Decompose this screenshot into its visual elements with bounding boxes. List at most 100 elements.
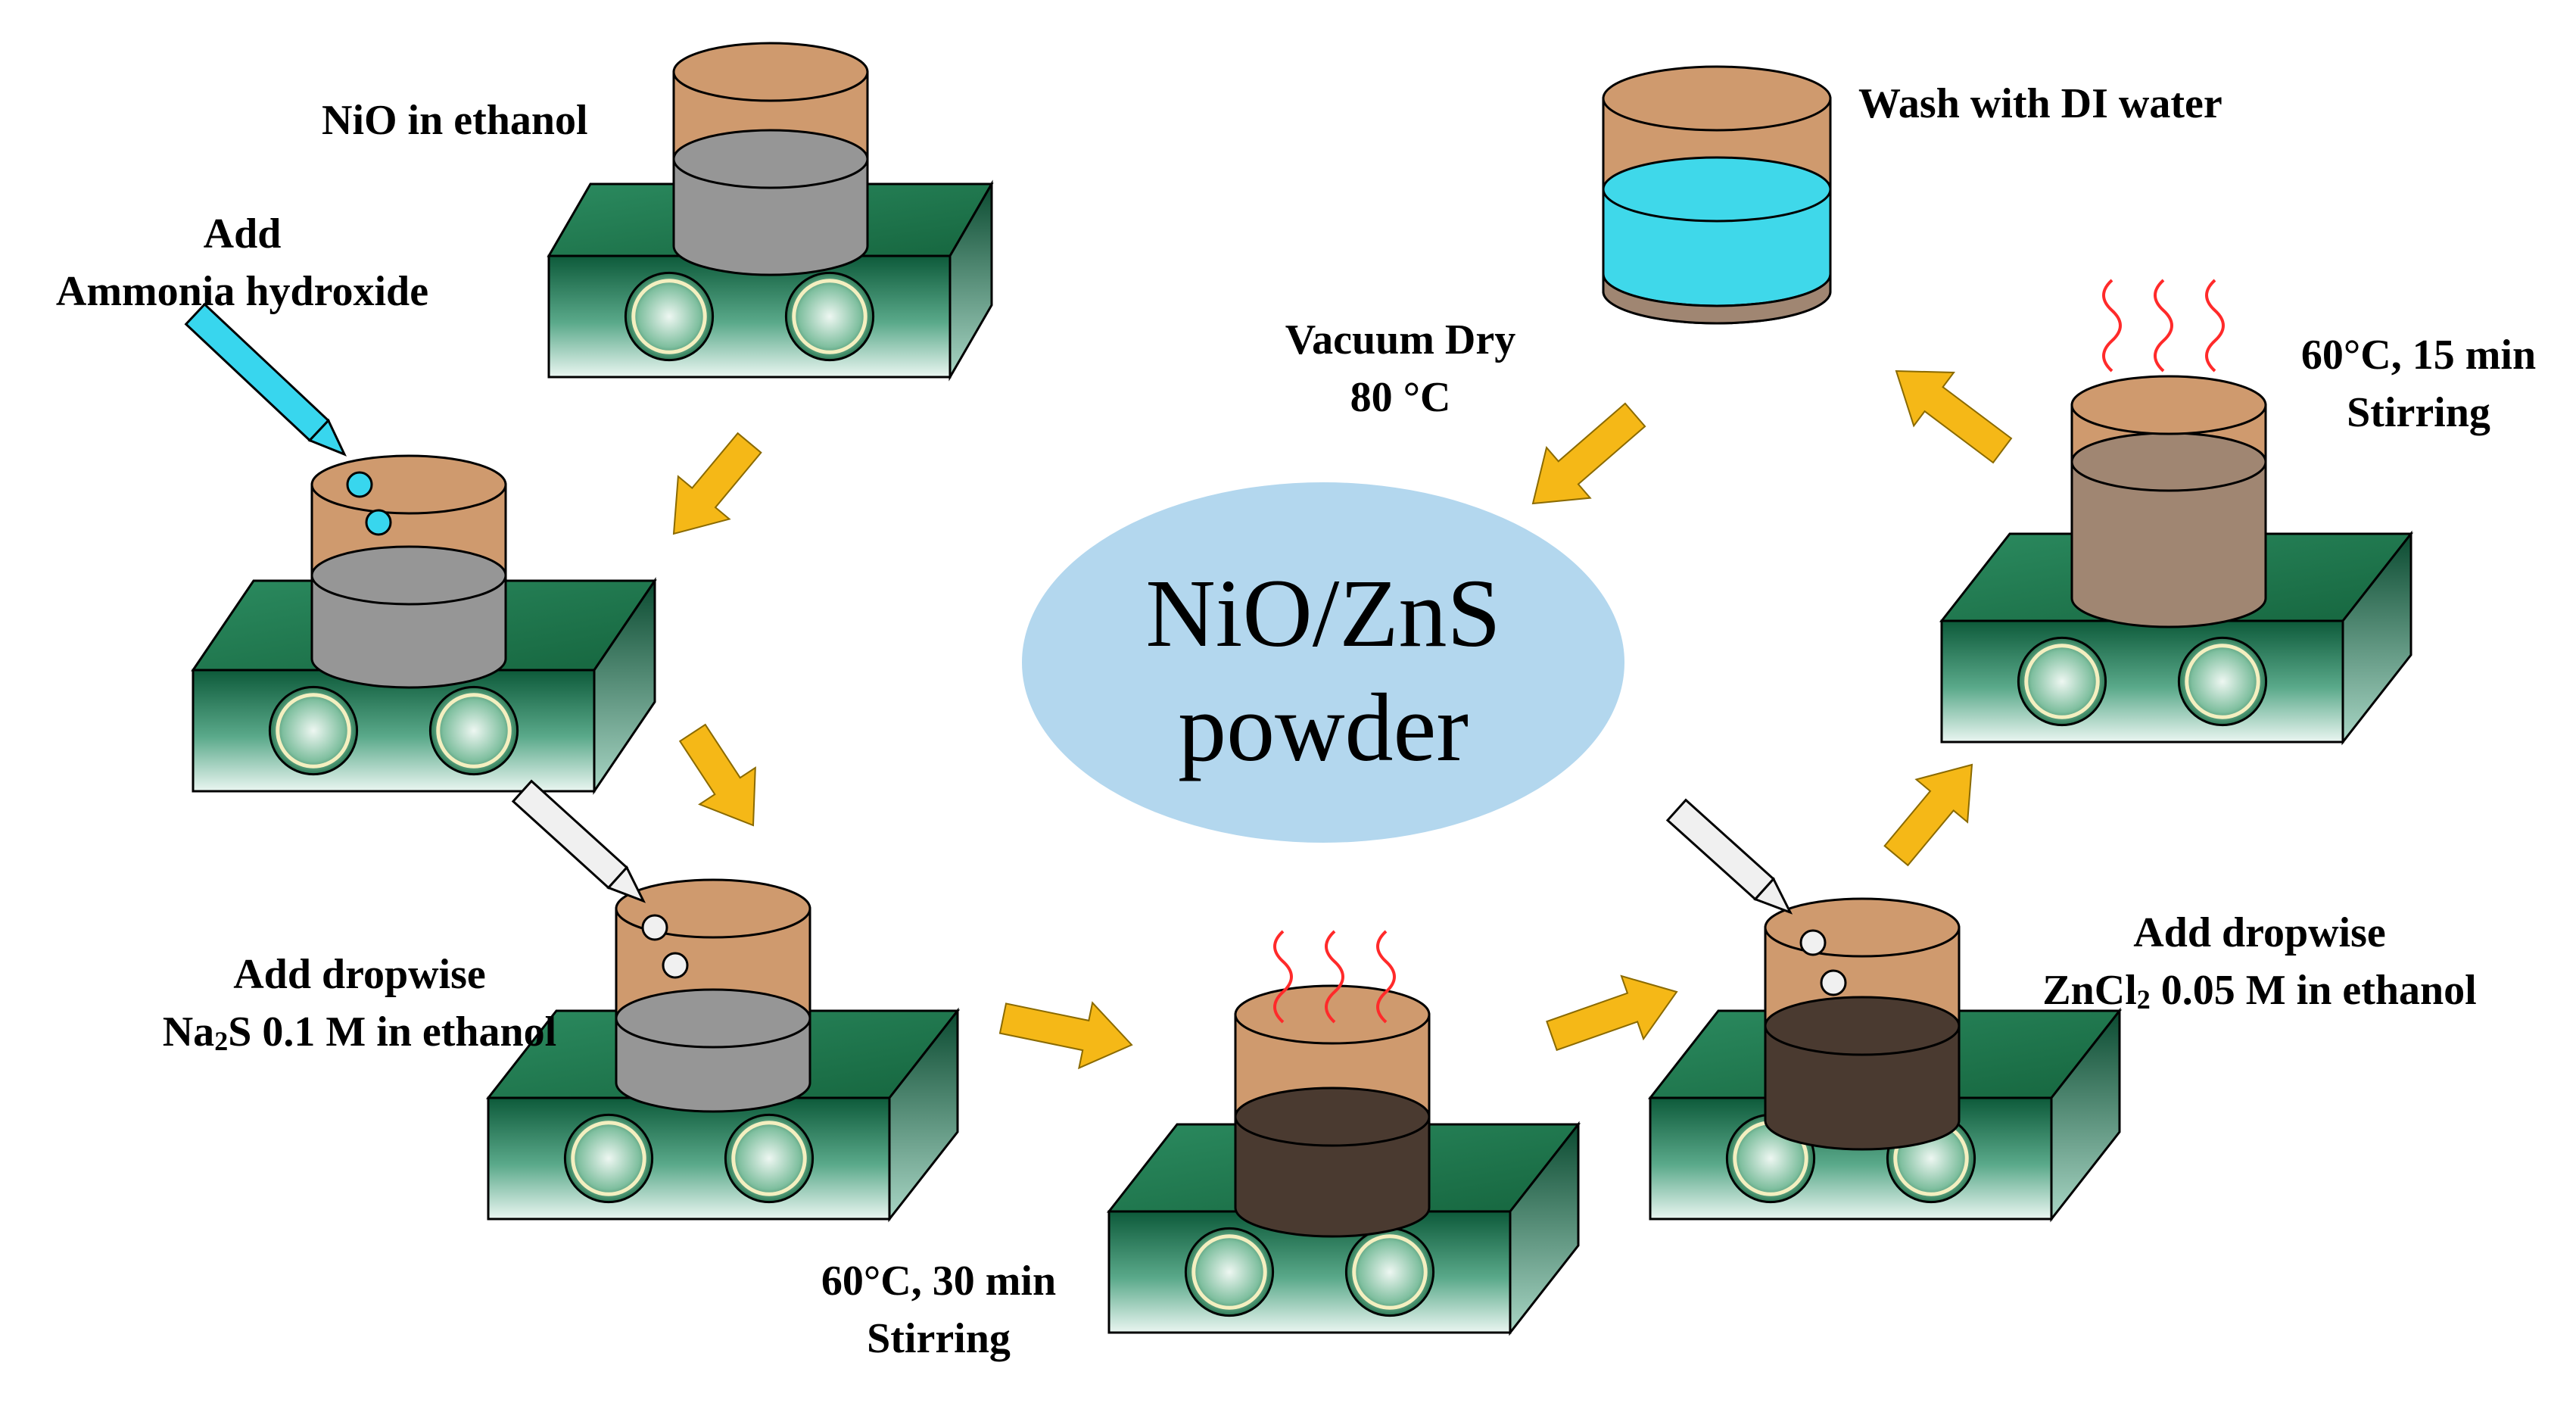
product-label: NiO/ZnS powder (1058, 557, 1588, 785)
label-add-dropwise-2: Add dropwise (2133, 909, 2386, 956)
pipettes (184, 302, 1847, 996)
label-dry-temp: 80 °C (1350, 373, 1451, 421)
process-arrows (672, 369, 2013, 1070)
drop (1799, 929, 1827, 956)
wash-sediment (1602, 273, 1832, 325)
beaker (1234, 984, 1431, 1238)
label-step-30min: 60°C, 30 min Stirring (780, 1253, 1098, 1367)
process-arrow (672, 432, 762, 535)
hotplate-knob (784, 271, 875, 362)
hotplate-knob-ring (1352, 1234, 1428, 1310)
hotplates (191, 179, 2414, 1336)
hotplate (1106, 1121, 1581, 1336)
heat-wave (1325, 930, 1344, 1024)
process-arrow (1546, 974, 1678, 1052)
label-stirring-30: Stirring (867, 1314, 1011, 1362)
hotplate-knob-ring (792, 279, 867, 354)
liquid-surface (672, 129, 869, 189)
hotplate-knob (2017, 636, 2107, 727)
process-arrow (1895, 369, 2013, 464)
label-add-dropwise-1: Add dropwise (233, 951, 486, 998)
pipette-tip (1753, 877, 1793, 915)
process-arrow (1531, 402, 1646, 505)
pipette-tip (307, 418, 347, 457)
label-na2s: Na2S 0.1 M in ethanol (162, 1008, 557, 1056)
heat-wave (2154, 279, 2173, 373)
liquid-surface (1764, 996, 1961, 1056)
beaker-liquid (1764, 1024, 1961, 1151)
wash-liquid-surface (1602, 156, 1832, 223)
label-ammonia: Ammonia hydroxide (55, 267, 429, 315)
hotplate-knob (624, 271, 715, 362)
hotplate-knob (563, 1113, 654, 1204)
process-arrow (678, 723, 756, 827)
wash-beaker-rim (1602, 65, 1832, 132)
hotplate-knob-ring (631, 279, 707, 354)
hotplate-knob (1344, 1227, 1435, 1317)
label-wash: Wash with DI water (1858, 80, 2222, 127)
hotplate (1939, 530, 2414, 746)
liquid-surface (615, 988, 811, 1049)
wash-beaker (1602, 65, 1832, 325)
beaker-liquid (2070, 460, 2267, 628)
hotplate-knob-ring (436, 693, 512, 769)
drop (1820, 969, 1847, 996)
pipette-body (511, 779, 629, 890)
pipette-tip (606, 865, 646, 903)
label-temp-30: 60°C, 30 min (821, 1258, 1057, 1305)
beaker-liquid (672, 157, 869, 276)
beaker (1764, 897, 1961, 1151)
hotplate-knob-ring (571, 1121, 646, 1196)
hotplate-knob-ring (2024, 644, 2100, 719)
hotplate-knob-ring (276, 693, 351, 769)
label-stirring-15: Stirring (2347, 388, 2490, 436)
beaker-rim (310, 454, 507, 515)
hotplate-knob (268, 685, 359, 776)
drop (365, 509, 392, 536)
hotplate-knob-ring (1191, 1234, 1267, 1310)
pipette-body (184, 302, 330, 442)
beaker (310, 454, 507, 689)
drop (662, 952, 689, 979)
drop (641, 914, 668, 941)
beaker-rim (672, 42, 869, 102)
heat-wave (1273, 930, 1293, 1024)
liquid-surface (1234, 1087, 1431, 1147)
hotplate-front (547, 254, 952, 379)
label-add-na2s: Add dropwise Na2S 0.1 M in ethanol (98, 946, 621, 1061)
beaker (615, 878, 811, 1113)
heat-wave (1376, 930, 1396, 1024)
hotplate-knob (724, 1113, 815, 1204)
beaker (672, 42, 869, 276)
hotplate-knob (2177, 636, 2268, 727)
label-add-zncl2: Add dropwise ZnCl2 0.05 M in ethanol (1987, 905, 2532, 1019)
heat-wave (2102, 279, 2122, 373)
liquid-surface (2070, 432, 2267, 492)
beaker (2070, 375, 2267, 628)
beakers (310, 42, 2267, 1238)
hotplate (547, 179, 994, 382)
beaker-rim (2070, 375, 2267, 435)
product-ellipse (1022, 482, 1624, 843)
hotplate-front (487, 1096, 891, 1221)
liquid-surface (310, 545, 507, 606)
pipette-body (1665, 798, 1775, 901)
label-add: Add (203, 210, 282, 257)
label-zncl2: ZnCl2 0.05 M in ethanol (2042, 966, 2477, 1015)
label-step-15min: 60°C, 15 min Stirring (2260, 327, 2576, 441)
process-arrow (998, 1001, 1133, 1070)
hotplate-knob-ring (731, 1121, 807, 1196)
beaker-liquid (1234, 1115, 1431, 1238)
label-add-ammonia: Add Ammonia hydroxide (15, 206, 469, 320)
beaker-liquid (310, 574, 507, 689)
drop (346, 471, 373, 498)
label-nio-ethanol: NiO in ethanol (322, 97, 588, 144)
heat-waves (1273, 279, 2225, 1024)
beaker-rim (1764, 897, 1961, 958)
hotplate (191, 577, 657, 795)
hotplate-front (1940, 619, 2344, 744)
product-line-1: NiO/ZnS (1145, 560, 1501, 667)
product-line-2: powder (1178, 674, 1469, 782)
label-vacuum-dry: Vacuum Dry 80 °C (1241, 312, 1559, 426)
